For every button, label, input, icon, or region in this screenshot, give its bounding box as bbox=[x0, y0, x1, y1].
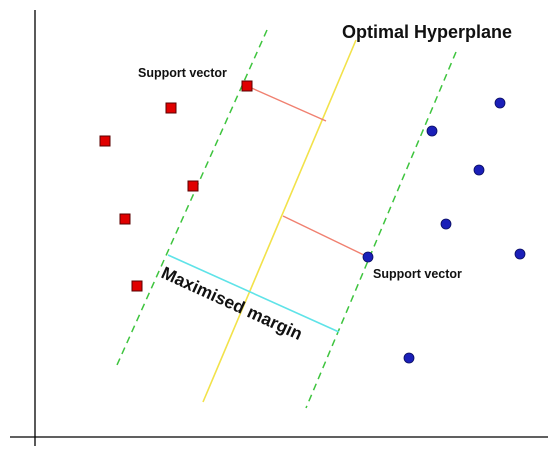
class-b-points bbox=[362, 97, 526, 364]
blue-circle-icon bbox=[403, 352, 415, 364]
support-vector-label-top: Support vector bbox=[138, 66, 227, 80]
red-square-icon bbox=[187, 180, 199, 192]
support-vector-label-bottom: Support vector bbox=[373, 267, 462, 281]
blue-circle-icon bbox=[362, 251, 374, 263]
red-square-icon bbox=[99, 135, 111, 147]
margin-measure-line bbox=[167, 254, 340, 333]
support-link-top bbox=[246, 85, 327, 122]
red-square-icon bbox=[241, 80, 253, 92]
optimal-hyperplane-line bbox=[202, 39, 357, 403]
red-square-icon bbox=[131, 280, 143, 292]
blue-circle-icon bbox=[440, 218, 452, 230]
blue-circle-icon bbox=[426, 125, 438, 137]
support-link-bottom bbox=[282, 215, 369, 258]
class-a-points bbox=[99, 80, 253, 292]
blue-circle-icon bbox=[473, 164, 485, 176]
blue-circle-icon bbox=[514, 248, 526, 260]
red-square-icon bbox=[119, 213, 131, 225]
blue-circle-icon bbox=[494, 97, 506, 109]
red-square-icon bbox=[165, 102, 177, 114]
margin-boundary-right bbox=[305, 51, 457, 409]
diagram-title: Optimal Hyperplane bbox=[342, 22, 512, 42]
